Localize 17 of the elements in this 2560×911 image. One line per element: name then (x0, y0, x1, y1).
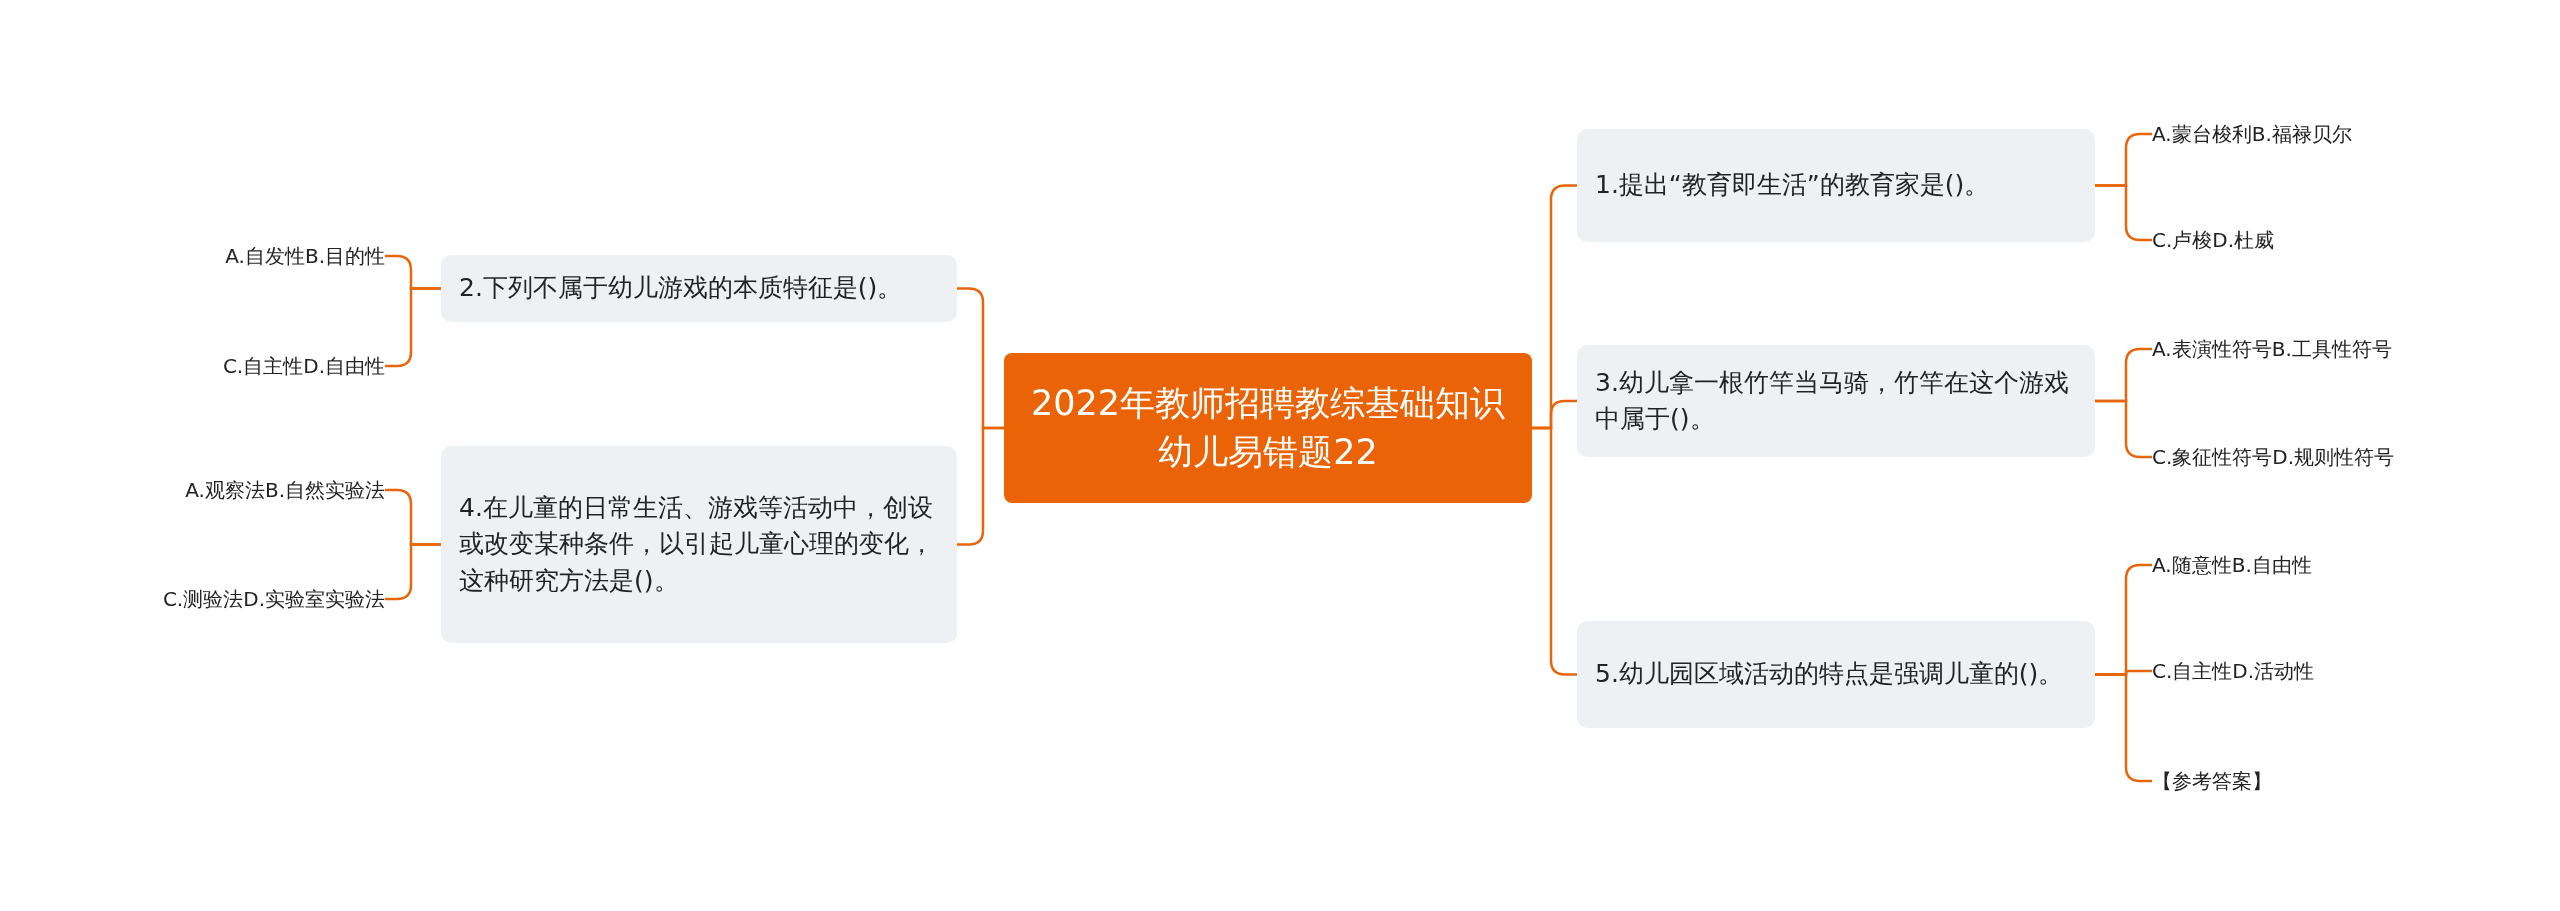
node-text: C.象征性符号D.规则性符号 (2152, 445, 2395, 469)
node-text: A.随意性B.自由性 (2152, 553, 2312, 577)
node-text: C.自主性D.自由性 (222, 354, 385, 378)
node-text: A.自发性B.目的性 (225, 244, 385, 268)
node-text: A.观察法B.自然实验法 (185, 478, 385, 502)
question-box: 1.提出“教育即生活”的教育家是()。 (1577, 129, 2095, 242)
node-text: A.蒙台梭利B.福禄贝尔 (2152, 122, 2352, 146)
node-text: 【参考答案】 (2152, 769, 2272, 793)
question-box: 3.幼儿拿一根竹竿当马骑，竹竿在这个游戏中属于()。 (1577, 345, 2095, 457)
question-box: 2.下列不属于幼儿游戏的本质特征是()。 (441, 255, 957, 322)
node-text: C.测验法D.实验室实验法 (162, 587, 385, 611)
node-text: C.卢梭D.杜威 (2152, 228, 2275, 252)
central-topic: 2022年教师招聘教综基础知识幼儿易错题22 (1004, 353, 1532, 503)
question-box: 5.幼儿园区域活动的特点是强调儿童的()。 (1577, 621, 2095, 728)
question-box: 4.在儿童的日常生活、游戏等活动中，创设或改变某种条件，以引起儿童心理的变化，这种研究方法是()。 (441, 446, 957, 643)
node-text: A.表演性符号B.工具性符号 (2152, 337, 2392, 361)
node-text: C.自主性D.活动性 (2152, 659, 2315, 683)
